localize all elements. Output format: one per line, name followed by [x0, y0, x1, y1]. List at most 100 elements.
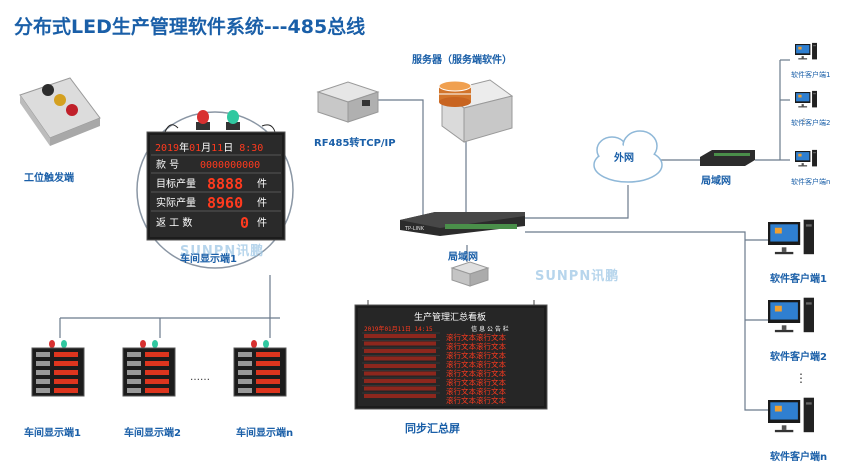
board-scroll-text: 滚行文本滚行文本	[446, 368, 506, 378]
board-scroll-text: 滚行文本滚行文本	[446, 341, 506, 351]
remote-clients	[795, 42, 817, 167]
row-value	[145, 352, 169, 357]
row-label	[36, 352, 50, 357]
monitor-stand	[781, 325, 787, 330]
bottom-display-2	[122, 340, 176, 397]
row-value	[145, 379, 169, 384]
board-grid: 滚行文本滚行文本滚行文本滚行文本滚行文本滚行文本滚行文本滚行文本滚行文本滚行文本…	[362, 332, 506, 405]
board-row-cells	[364, 341, 436, 346]
bottom-display-1	[31, 340, 85, 397]
board-scroll-text: 滚行文本滚行文本	[446, 350, 506, 360]
light-red	[140, 340, 146, 348]
row-label	[238, 388, 252, 393]
row-label	[127, 361, 141, 366]
monitor-base	[798, 58, 808, 60]
monitor-base	[774, 251, 794, 255]
row-label	[238, 352, 252, 357]
local-client-label-1: 软件客户端1	[770, 274, 827, 285]
board-row-cells	[364, 356, 436, 361]
bottom-displays	[31, 340, 287, 397]
row-value	[256, 352, 280, 357]
board-row-cells	[364, 379, 436, 383]
bottom-display-3	[233, 340, 287, 397]
trigger-label: 工位触发端	[24, 173, 74, 184]
windows-logo	[798, 153, 802, 157]
board-date: 2019年01月11日 14:15	[364, 325, 433, 333]
remote-pc-n	[795, 149, 817, 167]
monitor-base	[774, 429, 794, 433]
windows-logo	[798, 46, 802, 50]
light-red	[251, 340, 257, 348]
row-value	[256, 361, 280, 366]
monitor-stand	[801, 56, 804, 59]
monitor-stand	[781, 247, 787, 252]
row-value	[145, 388, 169, 393]
row-label	[127, 388, 141, 393]
monitor-stand	[801, 163, 804, 166]
monitor-stand	[801, 104, 804, 107]
pc-drive	[805, 402, 812, 405]
board-subtitle: 信 息 公 告 栏	[471, 325, 509, 333]
row-value-target: 8888	[207, 175, 243, 193]
row-label	[127, 352, 141, 357]
watermark-1: SUNPN讯鹏	[180, 244, 265, 259]
svg-text:TP-LINK: TP-LINK	[404, 226, 425, 232]
watermark-2: SUNPN讯鹏	[535, 269, 620, 284]
remote-client-label-2: 软件客户端2	[791, 119, 831, 127]
workshop-main-display: 2019年01月11日 8:30 款 号 0000000000 目标产量 888…	[146, 110, 286, 241]
row-value	[256, 379, 280, 384]
row-label	[127, 370, 141, 375]
summary-board: 生产管理汇总看板 信 息 公 告 栏 2019年01月11日 14:15 滚行文…	[354, 300, 548, 410]
lan-right-label: 局域网	[701, 176, 731, 187]
bottom-ellipsis: ……	[190, 372, 210, 383]
row-value-style: 0000000000	[200, 160, 260, 171]
trigger-device	[19, 77, 101, 146]
light-green	[61, 340, 67, 348]
monitor-screen	[770, 302, 798, 320]
monitor-screen	[770, 224, 798, 242]
board-scroll-text: 滚行文本滚行文本	[446, 395, 506, 405]
pc-tower	[803, 397, 814, 433]
rf-converter-label: RF485转TCP/IP	[314, 138, 396, 149]
monitor-base	[774, 329, 794, 333]
row-value	[54, 370, 78, 375]
board-scroll-text: 滚行文本滚行文本	[446, 377, 506, 387]
date-row: 2019年01月11日 8:30	[155, 141, 263, 154]
monitor-screen	[796, 45, 810, 54]
local-clients	[768, 219, 814, 433]
board-title: 生产管理汇总看板	[414, 311, 486, 323]
monitor-screen	[796, 152, 810, 161]
small-converter-device	[450, 261, 490, 287]
windows-logo	[774, 405, 782, 412]
row-label	[238, 379, 252, 384]
local-client-label-n: 软件客户端n	[770, 452, 828, 463]
windows-logo	[774, 227, 782, 234]
row-value	[256, 388, 280, 393]
local-client-label-2: 软件客户端2	[770, 352, 827, 363]
board-row-cells	[364, 334, 436, 338]
row-unit-actual: 件	[257, 197, 267, 209]
remote-client-label-1: 软件客户端1	[791, 71, 831, 79]
lan-switch-right	[700, 150, 755, 166]
row-label-style: 款 号	[156, 158, 179, 171]
windows-logo	[798, 94, 802, 98]
board-row-cells	[364, 386, 436, 391]
board-row-cells	[364, 364, 436, 368]
row-value-rework: 0	[240, 214, 249, 232]
pc-drive	[813, 93, 816, 95]
bottom-display-label-2: 车间显示端2	[124, 428, 181, 439]
row-value	[54, 361, 78, 366]
monitor-screen	[770, 402, 798, 420]
local-ellipsis: ⋮	[795, 371, 807, 385]
row-label	[36, 379, 50, 384]
monitor-stand	[781, 425, 787, 430]
monitor-screen	[796, 93, 810, 102]
local-pc-1	[768, 219, 814, 255]
local-pc-n	[768, 397, 814, 433]
pc-tower	[812, 149, 817, 167]
board-row-cells	[364, 349, 436, 353]
pc-tower	[812, 42, 817, 60]
board-row-cells	[364, 394, 436, 398]
pc-drive	[805, 302, 812, 305]
